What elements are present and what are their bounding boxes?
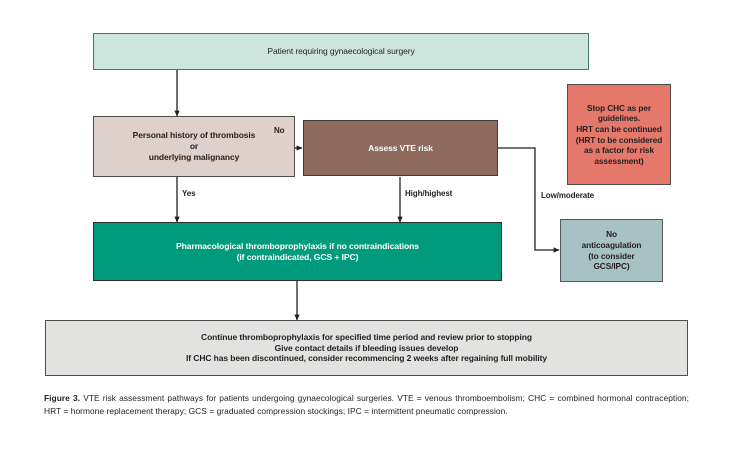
- node-personal-history-label: Personal history of thrombosis or underl…: [132, 130, 256, 162]
- node-start: Patient requiring gynaecological surgery: [93, 33, 589, 70]
- node-stop-chc: Stop CHC as per guidelines. HRT can be c…: [567, 84, 671, 185]
- flowchart-connectors: [174, 70, 560, 321]
- node-no-anticoagulation-label: No anticoagulation (to consider GCS/IPC): [581, 229, 642, 272]
- node-pharmacological-thromboprophylaxis: Pharmacological thromboprophylaxis if no…: [93, 222, 502, 281]
- node-assess-vte-risk: Assess VTE risk: [303, 120, 498, 176]
- node-pharmacological-thromboprophylaxis-label: Pharmacological thromboprophylaxis if no…: [176, 240, 419, 262]
- edge-assess-noanticoag: [498, 147, 560, 253]
- edge-label-no: No: [274, 126, 285, 135]
- node-start-label: Patient requiring gynaecological surgery: [267, 46, 415, 57]
- edge-label-yes: Yes: [182, 189, 196, 198]
- figure-number: Figure 3.: [44, 393, 81, 403]
- node-continue-thromboprophylaxis-label: Continue thromboprophylaxis for specifie…: [186, 331, 547, 364]
- node-continue-thromboprophylaxis: Continue thromboprophylaxis for specifie…: [45, 320, 688, 376]
- figure-caption: Figure 3. VTE risk assessment pathways f…: [44, 392, 689, 418]
- node-assess-vte-risk-label: Assess VTE risk: [368, 142, 433, 153]
- flowchart: Patient requiring gynaecological surgery…: [45, 33, 688, 376]
- edge-label-low-moderate: Low/moderate: [541, 191, 595, 200]
- figure-caption-text: VTE risk assessment pathways for patient…: [44, 393, 689, 417]
- node-no-anticoagulation: No anticoagulation (to consider GCS/IPC): [560, 219, 663, 282]
- node-stop-chc-label: Stop CHC as per guidelines. HRT can be c…: [575, 102, 663, 166]
- edge-label-high-highest: High/highest: [405, 189, 453, 198]
- node-personal-history: Personal history of thrombosis or underl…: [93, 116, 295, 177]
